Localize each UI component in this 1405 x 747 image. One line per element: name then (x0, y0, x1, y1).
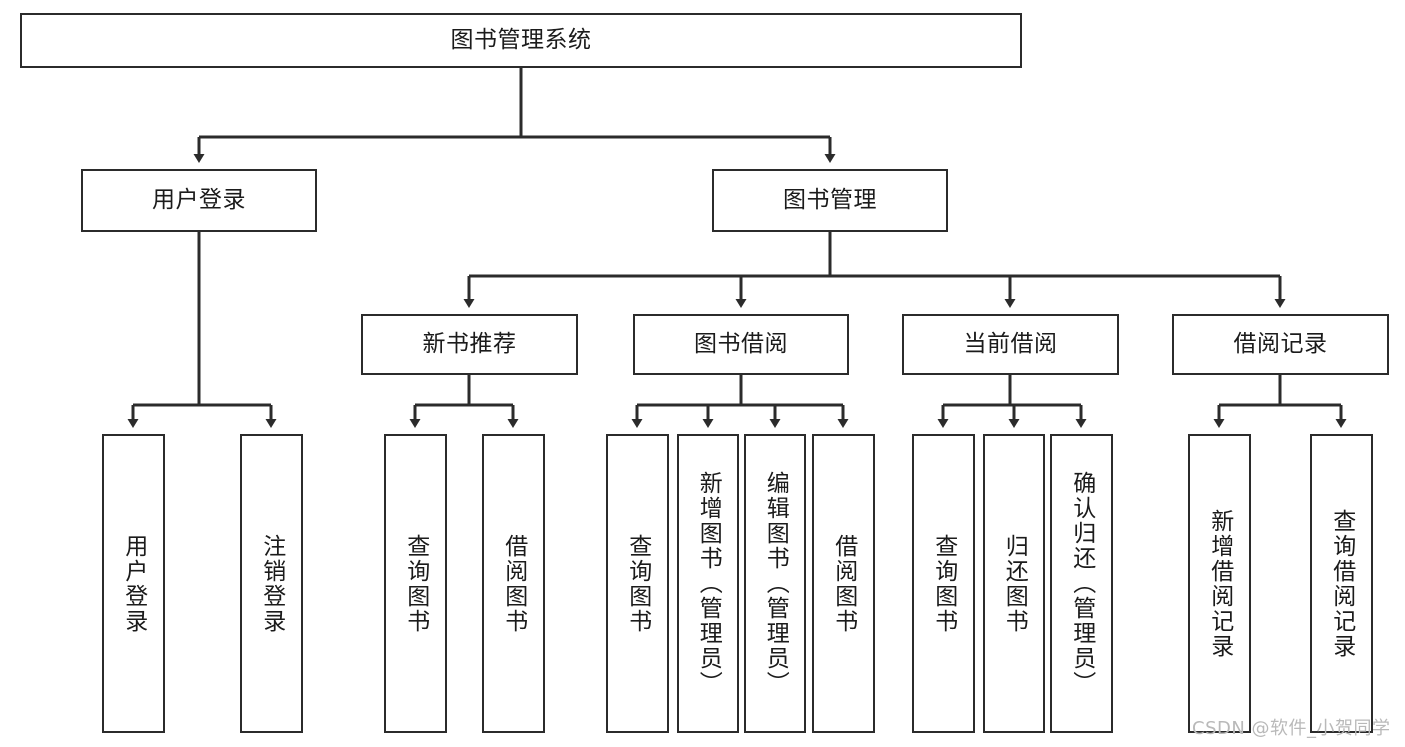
leaf-borrow-book[interactable]: 借阅图书 (812, 434, 875, 733)
watermark-text: CSDN @软件_小贺同学 (1192, 718, 1391, 739)
node-new-book-recommend[interactable]: 新书推荐 (361, 314, 578, 375)
leaf-query-book-recommend[interactable]: 查询图书 (384, 434, 447, 733)
leaf-user-login-label: 用户登录 (120, 533, 147, 634)
leaf-query-book-current[interactable]: 查询图书 (912, 434, 975, 733)
leaf-add-book-admin[interactable]: 新增图书（管理员） (677, 434, 739, 733)
leaf-edit-book-admin-label: 编辑图书（管理员） (762, 471, 789, 696)
node-new-book-recommend-label: 新书推荐 (422, 330, 517, 357)
node-user-login[interactable]: 用户登录 (81, 169, 317, 232)
leaf-return-book-label: 归还图书 (1001, 533, 1028, 634)
node-book-borrow[interactable]: 图书借阅 (633, 314, 849, 375)
leaf-confirm-return-admin[interactable]: 确认归还（管理员） (1050, 434, 1113, 733)
node-current-borrow[interactable]: 当前借阅 (902, 314, 1119, 375)
leaf-edit-book-admin[interactable]: 编辑图书（管理员） (744, 434, 806, 733)
leaf-borrow-book-recommend-label: 借阅图书 (500, 533, 527, 634)
node-current-borrow-label: 当前借阅 (963, 330, 1058, 357)
leaf-logout[interactable]: 注销登录 (240, 434, 303, 733)
leaf-add-borrow-record-label: 新增借阅记录 (1206, 508, 1233, 659)
leaf-query-book-recommend-label: 查询图书 (402, 533, 429, 634)
leaf-add-book-admin-label: 新增图书（管理员） (695, 471, 722, 696)
node-book-borrow-label: 图书借阅 (694, 330, 788, 357)
node-borrow-record[interactable]: 借阅记录 (1172, 314, 1389, 375)
leaf-borrow-book-label: 借阅图书 (830, 533, 857, 634)
leaf-query-book-borrow-label: 查询图书 (624, 533, 651, 634)
node-borrow-record-label: 借阅记录 (1233, 330, 1328, 357)
leaf-query-book-borrow[interactable]: 查询图书 (606, 434, 669, 733)
node-root[interactable]: 图书管理系统 (20, 13, 1022, 68)
node-root-label: 图书管理系统 (450, 26, 592, 53)
leaf-query-book-current-label: 查询图书 (930, 533, 957, 634)
leaf-return-book[interactable]: 归还图书 (983, 434, 1045, 733)
node-user-login-label: 用户登录 (152, 186, 246, 213)
leaf-add-borrow-record[interactable]: 新增借阅记录 (1188, 434, 1251, 733)
leaf-query-borrow-record-label: 查询借阅记录 (1328, 508, 1355, 659)
leaf-query-borrow-record[interactable]: 查询借阅记录 (1310, 434, 1373, 733)
leaf-borrow-book-recommend[interactable]: 借阅图书 (482, 434, 545, 733)
leaf-user-login[interactable]: 用户登录 (102, 434, 165, 733)
leaf-confirm-return-admin-label: 确认归还（管理员） (1068, 471, 1095, 696)
node-book-management-label: 图书管理 (783, 186, 877, 213)
leaf-logout-label: 注销登录 (258, 533, 285, 634)
node-book-management[interactable]: 图书管理 (712, 169, 948, 232)
